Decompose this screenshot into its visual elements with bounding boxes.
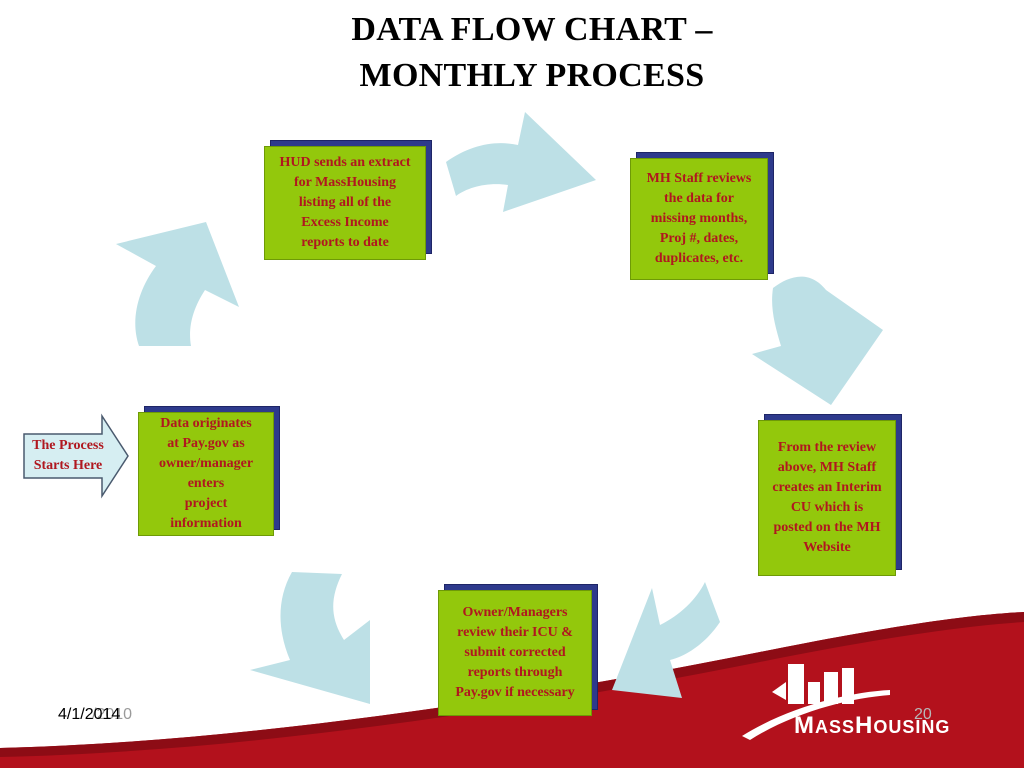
step-box-body: From the review above, MH Staff creates … (758, 420, 896, 576)
start-marker-label: The Process Starts Here (18, 436, 118, 476)
step-box-originate: Data originates at Pay.gov as owner/mana… (138, 406, 280, 536)
logo-letter-h: H (855, 712, 874, 739)
step-box-body: HUD sends an extract for MassHousing lis… (264, 146, 426, 260)
flow-arrow-top (446, 112, 596, 212)
start-marker-text: The Process Starts Here (32, 438, 104, 473)
step-box-interim-cu: From the review above, MH Staff creates … (758, 414, 902, 576)
step-text-hud-extract: HUD sends an extract for MassHousing lis… (279, 155, 411, 250)
masshousing-logo-text: MASSHOUSING (794, 712, 950, 740)
slide-title-line-1: DATA FLOW CHART – (351, 11, 713, 48)
step-text-staff-review: MH Staff reviews the data for missing mo… (646, 171, 752, 266)
red-swoosh-highlight (0, 612, 1024, 757)
footer-date: 4/1/2014 (58, 706, 121, 723)
step-box-body: Owner/Managers review their ICU & submit… (438, 590, 592, 716)
slide-title-line-2: MONTHLY PROCESS (359, 57, 705, 94)
step-box-body: MH Staff reviews the data for missing mo… (630, 158, 768, 280)
flow-arrow-left (116, 222, 239, 346)
step-text-originate: Data originates at Pay.gov as owner/mana… (158, 416, 254, 531)
step-box-body: Data originates at Pay.gov as owner/mana… (138, 412, 274, 536)
buildings-house-logo-icon (742, 664, 890, 740)
slide-page-number: 20 (914, 706, 932, 723)
step-box-owner-review: Owner/Managers review their ICU & submit… (438, 584, 598, 716)
step-text-interim-cu: From the review above, MH Staff creates … (772, 440, 882, 555)
logo-letters-ousing: OUSING (873, 717, 951, 737)
flow-arrow-lower-right (612, 582, 720, 698)
flow-arrow-upper-right (752, 276, 883, 405)
step-box-hud-extract: HUD sends an extract for MassHousing lis… (264, 140, 432, 260)
logo-letters-ass: ASS (815, 717, 856, 737)
step-box-staff-review: MH Staff reviews the data for missing mo… (630, 152, 774, 280)
footer-date-ghost: /2010 (92, 706, 133, 723)
logo-letter-m: M (794, 712, 815, 739)
flow-arrow-bottom (250, 572, 370, 704)
step-text-owner-review: Owner/Managers review their ICU & submit… (455, 605, 575, 700)
start-arrow-shape (23, 413, 129, 499)
